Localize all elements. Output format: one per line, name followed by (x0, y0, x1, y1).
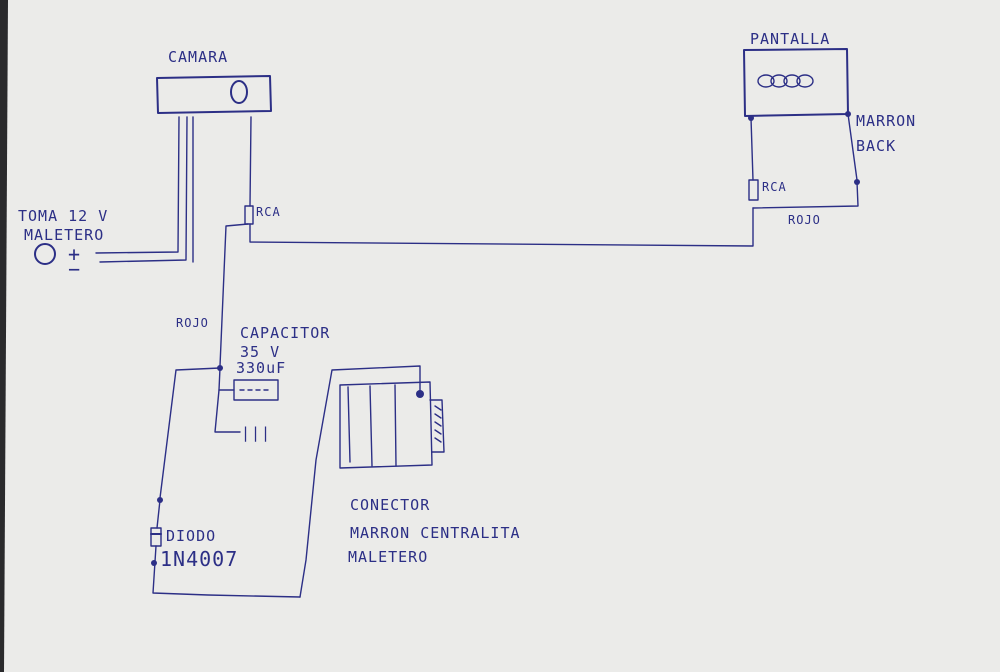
rca-camera-label: RCA (256, 205, 281, 219)
connector-label-2: MARRON CENTRALITA (350, 524, 521, 542)
four-rings-logo-icon (757, 74, 814, 88)
rojo-wire-screen (752, 181, 859, 209)
rojo-wire-camera (219, 223, 249, 367)
plus-sign: + (68, 242, 81, 266)
camera-body (156, 75, 272, 114)
rca-screen-label: RCA (762, 180, 787, 194)
capacitor-ground-lead (214, 389, 241, 433)
minus-sign: − (68, 257, 81, 281)
connector-wire (299, 365, 421, 598)
paper-sheet (4, 0, 1000, 672)
socket-circle-icon (34, 243, 56, 265)
capacitor-voltage: 35 V (240, 343, 280, 361)
connector-label-3: MALETERO (348, 548, 428, 566)
diode-lower-lead (152, 545, 301, 598)
screen-label: PANTALLA (750, 30, 830, 48)
lens-circle-icon (230, 80, 248, 104)
camera-video-wire (249, 116, 252, 207)
power-socket-label-2: MALETERO (24, 226, 104, 244)
diode-upper-lead (156, 499, 161, 529)
capacitor-value: 330uF (236, 359, 286, 377)
rca-connector-camera (244, 205, 254, 225)
camera-power-wire-a (95, 116, 180, 254)
camera-label: CAMARA (168, 48, 228, 66)
power-socket-label-1: TOMA 12 V (18, 207, 108, 225)
video-cable (249, 207, 754, 247)
rojo-label-right: ROJO (788, 213, 821, 227)
camera-power-wire-b (99, 116, 188, 263)
capacitor-label: CAPACITOR (240, 324, 330, 342)
rojo-label-left: ROJO (176, 316, 209, 330)
screen-video-wire (750, 117, 754, 181)
diode-bottom-node (151, 560, 157, 566)
rca-connector-screen (748, 179, 759, 201)
diode-label: DIODO (166, 527, 216, 545)
screen-back-wire (847, 113, 858, 181)
diode-feed-wire (159, 367, 221, 499)
ground-symbol: ||| (241, 424, 271, 442)
back-label: BACK (856, 137, 896, 155)
connector-label-1: CONECTOR (350, 496, 430, 514)
diode-model-label: 1N4007 (160, 547, 238, 571)
marron-label: MARRON (856, 112, 916, 130)
connector-block-icon (339, 381, 445, 469)
